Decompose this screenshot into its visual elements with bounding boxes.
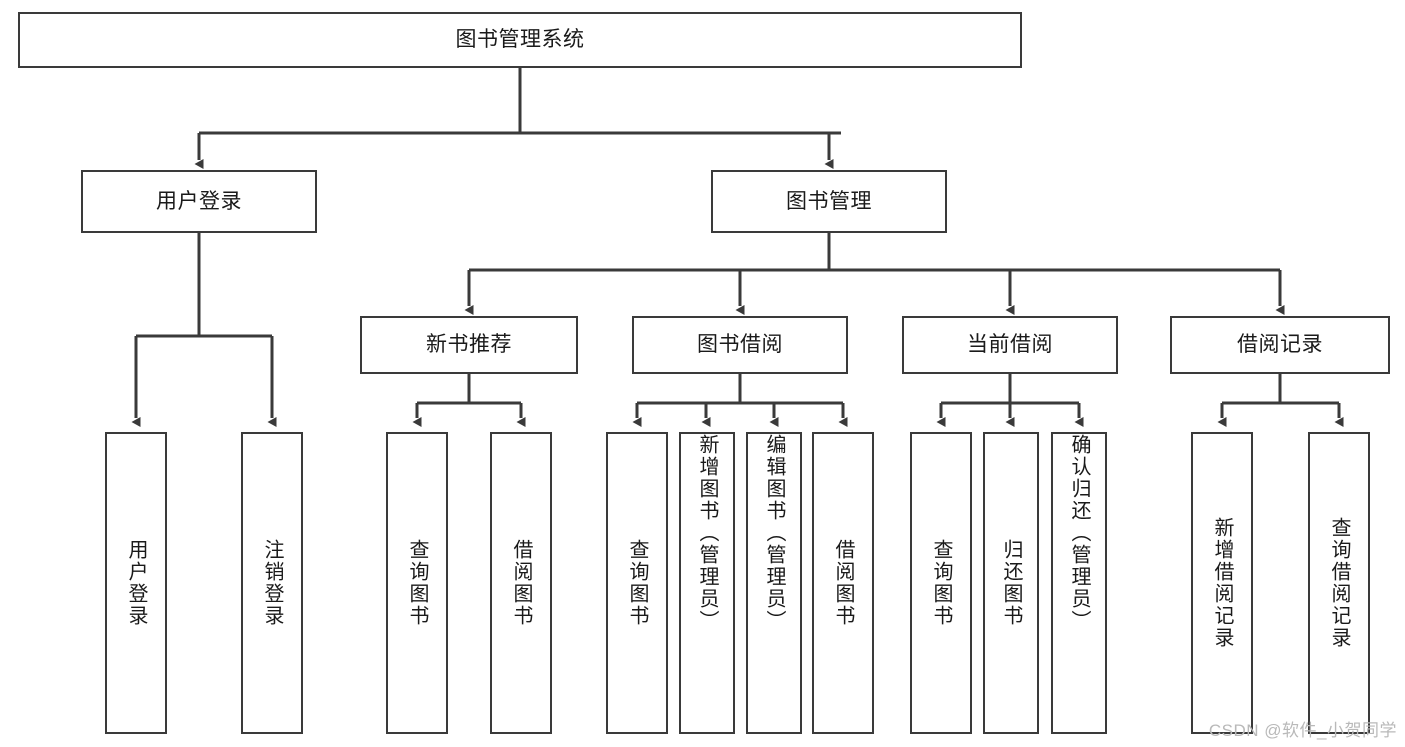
node-label: 借阅记录 bbox=[1237, 333, 1323, 357]
node-leaf-edit-book-admin[interactable]: 编辑图书（管理员） bbox=[746, 432, 802, 734]
node-leaf-lend-book[interactable]: 借阅图书 bbox=[812, 432, 874, 734]
node-label: 归还图书 bbox=[1000, 539, 1022, 627]
node-label: 查询图书 bbox=[406, 539, 428, 627]
node-label: 确认归还（管理员） bbox=[1068, 434, 1090, 632]
node-leaf-borrow-book-recommend[interactable]: 借阅图书 bbox=[490, 432, 552, 734]
node-leaf-query-borrow-record[interactable]: 查询借阅记录 bbox=[1308, 432, 1370, 734]
node-borrow-records[interactable]: 借阅记录 bbox=[1170, 316, 1390, 374]
node-new-book-recommend[interactable]: 新书推荐 bbox=[360, 316, 578, 374]
node-leaf-return-book[interactable]: 归还图书 bbox=[983, 432, 1039, 734]
node-book-borrow[interactable]: 图书借阅 bbox=[632, 316, 848, 374]
node-label: 图书管理 bbox=[786, 189, 872, 213]
node-leaf-query-book-borrow[interactable]: 查询图书 bbox=[606, 432, 668, 734]
node-label: 新书推荐 bbox=[426, 333, 512, 357]
node-label: 新增借阅记录 bbox=[1211, 517, 1233, 649]
node-label: 编辑图书（管理员） bbox=[763, 434, 785, 632]
node-leaf-logout[interactable]: 注销登录 bbox=[241, 432, 303, 734]
node-label: 查询图书 bbox=[930, 539, 952, 627]
node-leaf-add-book-admin[interactable]: 新增图书（管理员） bbox=[679, 432, 735, 734]
node-leaf-query-book-current[interactable]: 查询图书 bbox=[910, 432, 972, 734]
node-book-management[interactable]: 图书管理 bbox=[711, 170, 947, 233]
node-label: 新增图书（管理员） bbox=[696, 434, 718, 632]
node-leaf-add-borrow-record[interactable]: 新增借阅记录 bbox=[1191, 432, 1253, 734]
node-leaf-confirm-return-admin[interactable]: 确认归还（管理员） bbox=[1051, 432, 1107, 734]
node-label: 借阅图书 bbox=[510, 539, 532, 627]
node-label: 用户登录 bbox=[156, 189, 242, 213]
node-label: 图书管理系统 bbox=[455, 28, 585, 52]
node-label: 当前借阅 bbox=[967, 333, 1053, 357]
node-label: 用户登录 bbox=[125, 539, 147, 627]
node-leaf-user-login[interactable]: 用户登录 bbox=[105, 432, 167, 734]
node-label: 借阅图书 bbox=[832, 539, 854, 627]
node-root-book-management-system[interactable]: 图书管理系统 bbox=[18, 12, 1022, 68]
node-label: 查询图书 bbox=[626, 539, 648, 627]
node-label: 注销登录 bbox=[261, 539, 283, 627]
node-user-login[interactable]: 用户登录 bbox=[81, 170, 317, 233]
node-label: 图书借阅 bbox=[697, 333, 783, 357]
watermark-text: CSDN @软件_小贺同学 bbox=[1208, 721, 1397, 740]
node-current-borrow[interactable]: 当前借阅 bbox=[902, 316, 1118, 374]
node-leaf-query-book-recommend[interactable]: 查询图书 bbox=[386, 432, 448, 734]
node-label: 查询借阅记录 bbox=[1328, 517, 1350, 649]
